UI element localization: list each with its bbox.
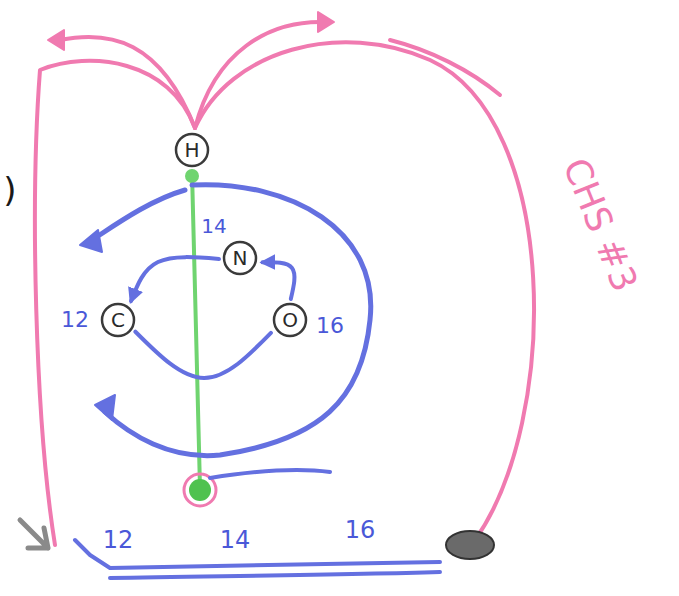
element-circle: O — [272, 302, 308, 338]
number-label: 12 — [103, 528, 134, 552]
number-label: ) — [3, 173, 16, 207]
pink-arrow — [195, 22, 320, 128]
blue-arc — [92, 190, 185, 240]
pink-arrow — [60, 37, 195, 128]
circle-outline — [102, 304, 134, 336]
number-label: 16 — [316, 315, 344, 337]
pink-arrowhead — [48, 30, 64, 50]
pink-arrowhead — [318, 12, 334, 32]
cycle-arrow — [131, 257, 219, 301]
green-dot — [189, 479, 211, 501]
green-dot — [185, 169, 199, 183]
element-symbol: C — [111, 310, 125, 330]
handwritten-note: CHS #3 — [557, 154, 643, 297]
grey-arrow — [20, 520, 48, 548]
element-symbol: H — [184, 140, 199, 160]
element-circle: H — [174, 132, 210, 168]
cycle-arrow — [263, 262, 295, 299]
circle-outline — [274, 304, 306, 336]
pink-loop — [195, 42, 534, 540]
element-symbol: O — [282, 310, 298, 330]
element-circle: N — [222, 240, 258, 276]
blue-spiral — [105, 185, 371, 456]
cycle-arrow — [135, 332, 271, 378]
green-line — [192, 172, 200, 488]
element-symbol: N — [233, 248, 248, 268]
blue-stroke — [210, 470, 330, 478]
blue-arrowhead — [95, 395, 115, 420]
blue-line — [110, 572, 440, 578]
number-label: 16 — [345, 518, 376, 542]
grey-blob — [446, 531, 494, 559]
blue-arrowhead — [80, 230, 102, 252]
number-label: 14 — [201, 216, 226, 236]
circle-outline — [224, 242, 256, 274]
circle-outline — [176, 134, 208, 166]
number-label: 14 — [220, 528, 251, 552]
pink-stroke — [390, 40, 500, 95]
element-circle: C — [100, 302, 136, 338]
pink-loop — [35, 61, 195, 545]
number-label: 12 — [61, 309, 89, 331]
